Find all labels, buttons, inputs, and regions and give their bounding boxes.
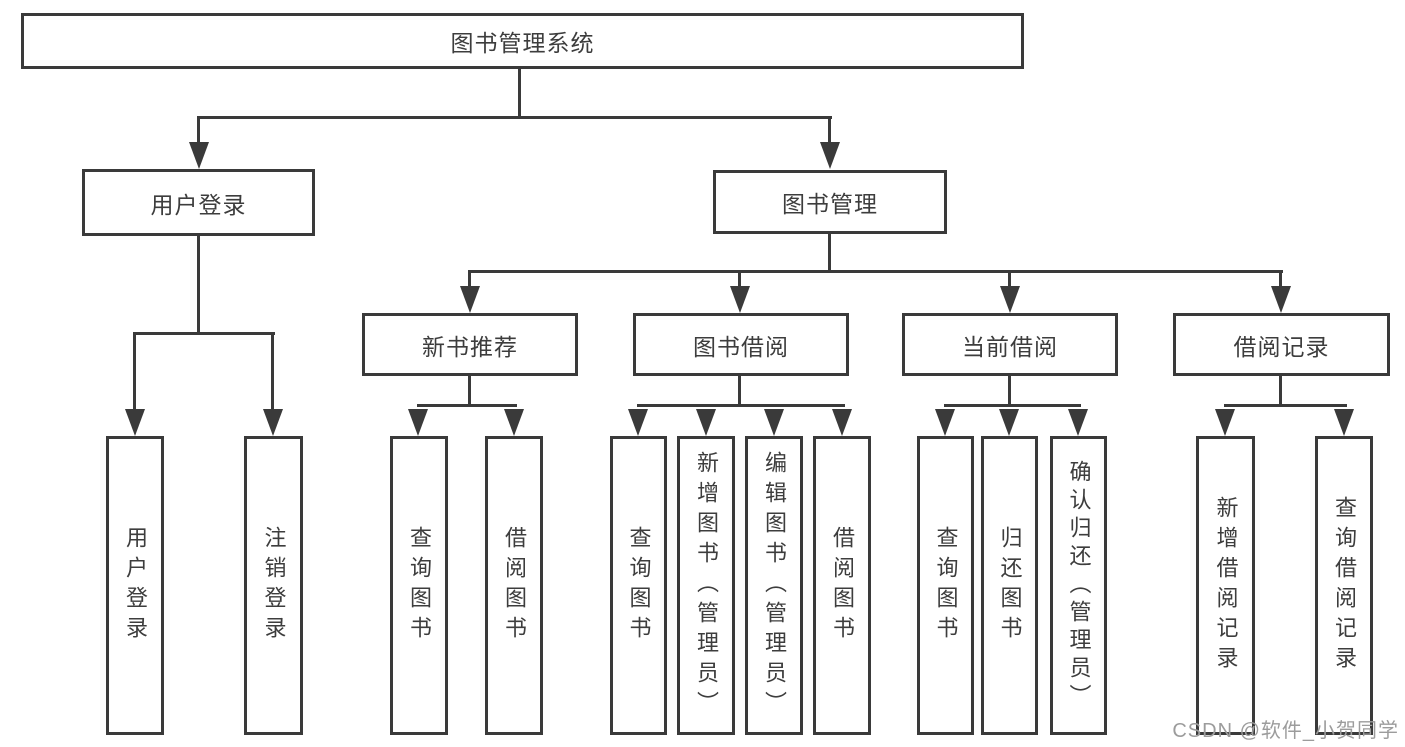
node-leaf-return-books: 归还图书 [981, 436, 1038, 735]
node-label: 新增图书（管理员） [694, 450, 719, 721]
arrow-down-icon [263, 409, 283, 436]
node-leaf-user-login: 用户登录 [106, 436, 164, 735]
connector-line [417, 404, 517, 407]
node-label: 查询图书 [407, 525, 432, 646]
node-label: 图书管理 [782, 191, 878, 217]
node-label: 当前借阅 [962, 333, 1058, 360]
connector-line [271, 332, 274, 410]
node-label: 借阅图书 [830, 525, 855, 646]
arrow-down-icon [1068, 409, 1088, 436]
arrow-down-icon [1271, 286, 1291, 313]
connector-line [1008, 376, 1011, 407]
connector-line [197, 235, 200, 335]
connector-line [133, 332, 136, 410]
node-leaf-borrow-books: 借阅图书 [813, 436, 871, 735]
node-leaf-query-books-current: 查询图书 [917, 436, 974, 735]
node-user-login: 用户登录 [82, 169, 315, 236]
node-leaf-confirm-return-admin: 确认归还（管理员） [1050, 436, 1107, 735]
node-borrowing-records: 借阅记录 [1173, 313, 1390, 376]
arrow-down-icon [1000, 286, 1020, 313]
connector-line [469, 270, 1283, 273]
connector-line [133, 332, 275, 335]
arrow-down-icon [408, 409, 428, 436]
arrow-down-icon [125, 409, 145, 436]
arrow-down-icon [1334, 409, 1354, 436]
node-leaf-query-books-recommend: 查询图书 [390, 436, 448, 735]
node-label: 新书推荐 [422, 333, 518, 360]
node-leaf-logout: 注销登录 [244, 436, 303, 735]
node-leaf-add-books-admin: 新增图书（管理员） [677, 436, 735, 735]
node-library-management-system: 图书管理系统 [21, 13, 1024, 69]
node-label: 注销登录 [261, 525, 287, 646]
node-label: 查询图书 [626, 525, 652, 646]
arrow-down-icon [730, 286, 750, 313]
arrow-down-icon [504, 409, 524, 436]
node-label: 新增借阅记录 [1213, 495, 1239, 676]
node-new-book-recommendation: 新书推荐 [362, 313, 578, 376]
arrow-down-icon [628, 409, 648, 436]
node-book-borrowing: 图书借阅 [633, 313, 849, 376]
node-leaf-query-books-borrowing: 查询图书 [610, 436, 667, 735]
node-leaf-query-borrow-record: 查询借阅记录 [1315, 436, 1373, 735]
node-label: 图书借阅 [693, 333, 789, 360]
arrow-down-icon [764, 409, 784, 436]
connector-line [1008, 270, 1011, 287]
node-label: 确认归还（管理员） [1066, 459, 1092, 712]
arrow-down-icon [1215, 409, 1235, 436]
connector-line [1224, 404, 1347, 407]
arrow-down-icon [460, 286, 480, 313]
node-current-borrowing: 当前借阅 [902, 313, 1118, 376]
connector-line [637, 404, 845, 407]
connector-line [828, 116, 831, 144]
node-leaf-edit-books-admin: 编辑图书（管理员） [745, 436, 803, 735]
connector-line [738, 270, 741, 287]
node-label: 用户登录 [150, 191, 247, 218]
node-label: 图书管理系统 [450, 30, 595, 56]
node-book-management: 图书管理 [713, 170, 947, 234]
connector-line [198, 116, 832, 119]
node-label: 用户登录 [123, 525, 148, 646]
connector-line [944, 404, 1081, 407]
arrow-down-icon [820, 142, 840, 169]
arrow-down-icon [935, 409, 955, 436]
node-leaf-add-borrow-record: 新增借阅记录 [1196, 436, 1255, 735]
csdn-watermark: CSDN @软件_小贺同学 [1172, 720, 1399, 742]
connector-line [738, 376, 741, 407]
node-label: 编辑图书（管理员） [762, 450, 787, 721]
connector-line [468, 270, 471, 287]
arrow-down-icon [999, 409, 1019, 436]
node-label: 借阅图书 [502, 525, 527, 646]
node-label: 借阅记录 [1233, 333, 1330, 360]
node-label: 查询借阅记录 [1332, 495, 1357, 676]
connector-line [828, 233, 831, 273]
arrow-down-icon [832, 409, 852, 436]
node-label: 归还图书 [997, 525, 1023, 646]
connector-line [468, 376, 471, 407]
connector-line [197, 116, 200, 144]
connector-line [1279, 376, 1282, 407]
connector-line [1279, 270, 1282, 287]
node-leaf-borrow-books-recommend: 借阅图书 [485, 436, 543, 735]
connector-line [518, 68, 521, 118]
arrow-down-icon [189, 142, 209, 169]
arrow-down-icon [696, 409, 716, 436]
node-label: 查询图书 [933, 525, 959, 646]
